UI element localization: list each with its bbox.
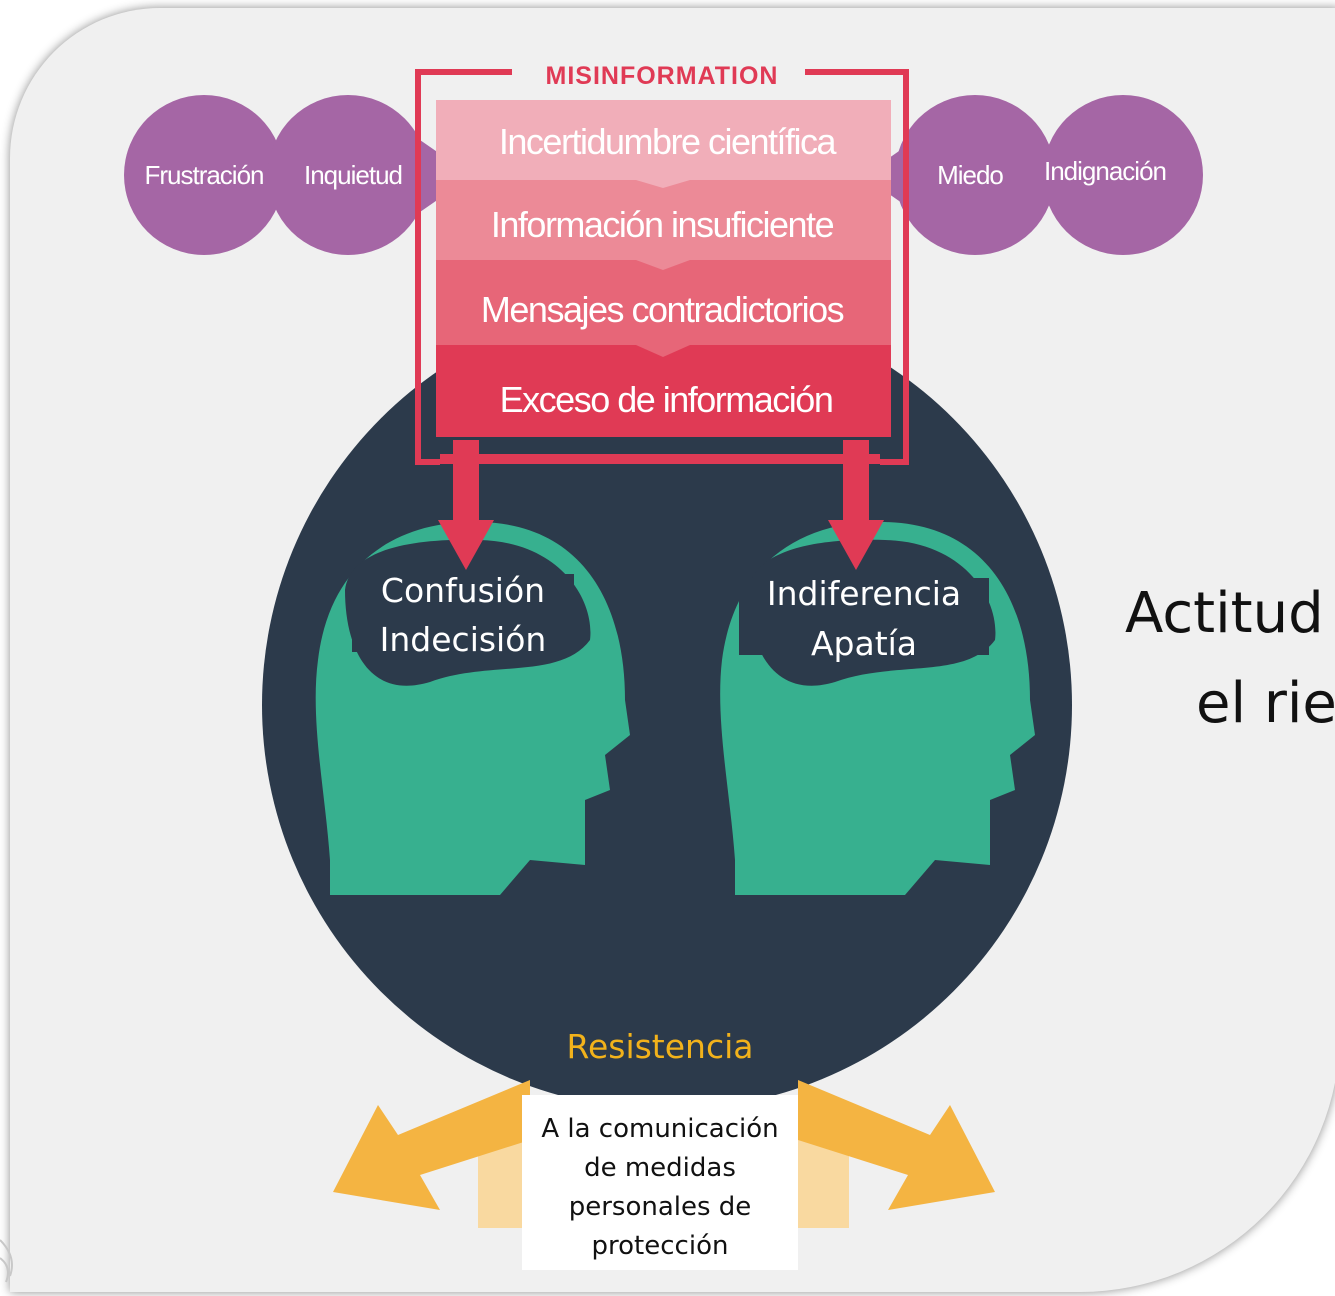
layer-informacion-insuficiente: [436, 180, 891, 260]
resistance-title: Resistencia: [567, 1027, 754, 1066]
emotion-label-miedo: Miedo: [937, 160, 1003, 190]
emotion-circle-inquietud: [268, 95, 428, 255]
resistance-desc-line4: protección: [592, 1231, 729, 1261]
left-emotions: Frustración Inquietud: [124, 95, 472, 255]
head-right-line2: Apatía: [811, 624, 917, 663]
head-right-line1: Indiferencia: [767, 574, 961, 613]
side-title-line1: Actitud: [1125, 581, 1324, 646]
arrow-right: [798, 1080, 995, 1210]
bracket-bottom: [440, 454, 880, 464]
misinformation-label: MISINFORMATION: [546, 62, 779, 90]
emotion-label-inquietud: Inquietud: [304, 160, 402, 190]
emotion-circle-indignacion: [1043, 95, 1203, 255]
corner-ornament: [0, 1239, 13, 1283]
emotion-circle-miedo: [895, 95, 1055, 255]
resistance-desc-line1: A la comunicación: [541, 1114, 778, 1144]
layer-stack: Incertidumbre científica Información ins…: [436, 100, 891, 437]
arrows-into-heads: [438, 440, 884, 570]
resistance-desc-line3: personales de: [569, 1192, 752, 1222]
resistance-desc-line2: de medidas: [584, 1153, 736, 1183]
head-left-line2: Indecisión: [380, 620, 547, 659]
layer-exceso: [436, 345, 891, 437]
emotion-label-frustracion: Frustración: [144, 160, 263, 190]
emotion-label-indignacion: Indignación: [1044, 156, 1166, 186]
head-label-box-left: [352, 574, 574, 652]
layer-incertidumbre: [436, 100, 891, 180]
arrow-left: [333, 1080, 530, 1210]
right-emotions: Miedo Indignación: [863, 95, 1203, 255]
resistance-description-box: [522, 1095, 798, 1270]
emotion-circle-frustracion: [124, 95, 284, 255]
side-title-line2: el rie: [1196, 671, 1335, 736]
head-label-box-right: [739, 578, 989, 655]
layer-mensajes-contradictorios: [436, 260, 891, 345]
misinformation-bracket: [415, 69, 909, 465]
layer-label-1: Incertidumbre científica: [499, 121, 838, 162]
layer-label-3: Mensajes contradictorios: [481, 289, 844, 330]
layer-label-2: Información insuficiente: [491, 204, 834, 245]
resistance-arrows: [333, 1080, 995, 1228]
layer-label-4: Exceso de información: [500, 379, 833, 420]
head-left-line1: Confusión: [381, 571, 545, 610]
